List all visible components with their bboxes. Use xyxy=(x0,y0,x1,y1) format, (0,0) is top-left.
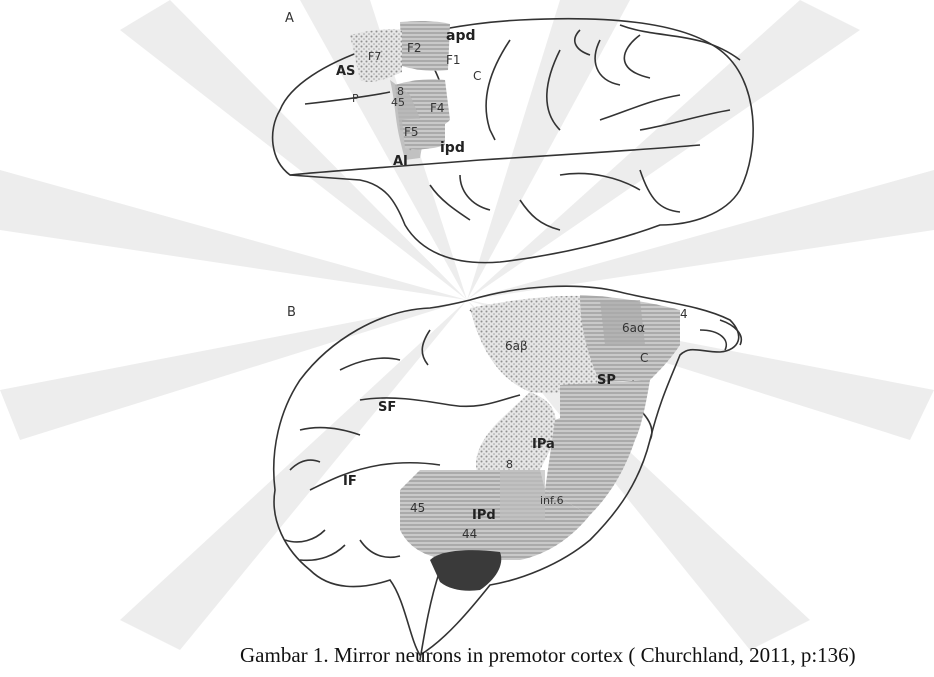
label-c-b: C xyxy=(640,351,648,365)
label-ipa: IPa xyxy=(532,437,555,452)
label-6a-alpha: 6aα xyxy=(622,321,645,335)
label-apd: apd xyxy=(446,28,476,44)
label-f5: F5 xyxy=(404,125,419,139)
label-ipd-a: ipd xyxy=(440,140,465,156)
label-f1: F1 xyxy=(446,53,461,67)
label-44: 44 xyxy=(462,527,477,541)
figure-caption: Gambar 1. Mirror neurons in premotor cor… xyxy=(0,643,934,668)
label-if: IF xyxy=(343,474,357,489)
label-8-b: 8 xyxy=(506,458,513,471)
label-c-a: C xyxy=(473,69,481,83)
label-f7: F7 xyxy=(368,50,381,63)
panel-a-label: A xyxy=(285,11,294,26)
label-6a-beta: 6aβ xyxy=(505,339,528,353)
label-inf6: inf.6 xyxy=(540,494,564,507)
label-f4: F4 xyxy=(430,101,445,115)
panel-b-label: B xyxy=(287,305,296,320)
label-p: P xyxy=(352,92,359,105)
label-sp: SP xyxy=(597,373,616,388)
label-45-a: 45 xyxy=(391,96,405,109)
label-as: AS xyxy=(336,64,355,79)
label-f2: F2 xyxy=(407,41,422,55)
label-ai: AI xyxy=(393,154,408,169)
label-4: 4 xyxy=(680,307,688,321)
label-ipd-b: IPd xyxy=(472,508,496,523)
label-sf: SF xyxy=(378,400,396,415)
label-45-b: 45 xyxy=(410,501,425,515)
